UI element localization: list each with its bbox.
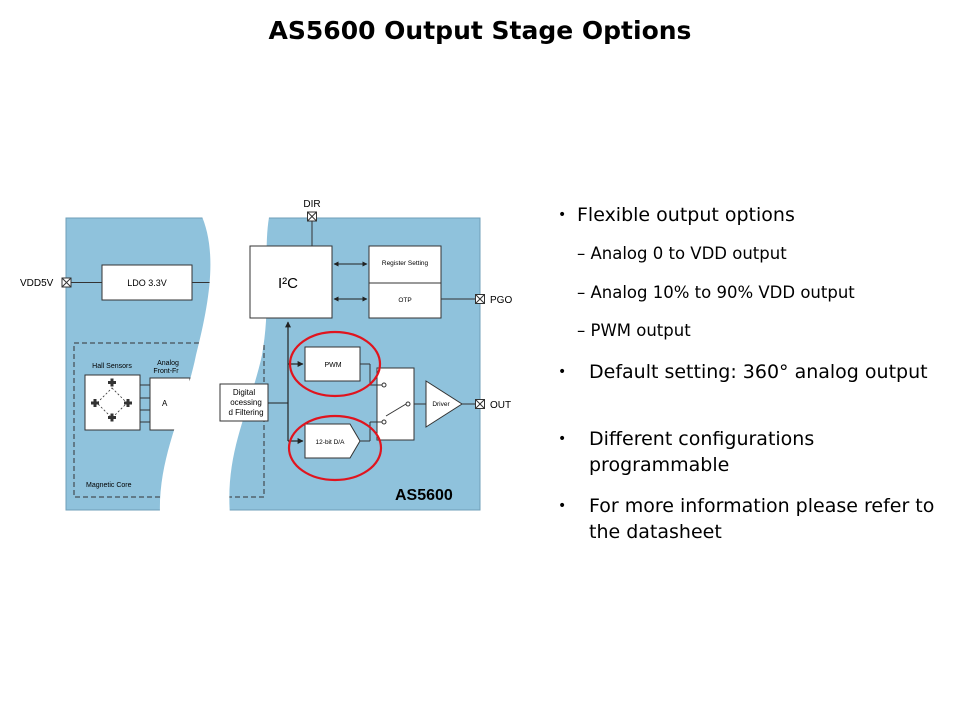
ldo-block [101, 264, 193, 301]
afe-label-2: Front-Fr [153, 368, 179, 375]
ldo-label: LDO 3.3V [127, 278, 167, 288]
dac-block [304, 423, 361, 459]
dac-label: 12-bit D/A [316, 439, 346, 446]
digital-processing-label-2: ocessing [230, 398, 262, 407]
bullet-text: Flexible output options [577, 204, 795, 226]
bullet-text: Default setting: 360° analog output [589, 361, 928, 383]
magnetic-core-label: Magnetic Core [86, 482, 132, 489]
pin-out-terminal [475, 399, 485, 409]
register-otp-block [368, 245, 442, 319]
dac-highlight-circle [287, 414, 383, 482]
digital-processing-label-1: Digital [233, 388, 255, 397]
bullet-dot: • [558, 207, 567, 223]
hall-sensor-elements [91, 378, 132, 422]
bullet-dot: • [558, 364, 567, 380]
sub-bullet-analog-vdd: – Analog 0 to VDD output [577, 244, 787, 263]
pin-dir-label: DIR [303, 199, 320, 210]
bullet-text: Different configurations programmable [589, 428, 815, 476]
as5600-block-diagram: DIR VDD5V LDO 3.3V Magnetic Core Hall Se… [20, 199, 512, 515]
part-name-label: AS5600 [395, 487, 453, 504]
pin-out-label: OUT [490, 400, 511, 411]
otp-label: OTP [398, 297, 411, 304]
digital-processing-label-3: d Filtering [228, 408, 263, 417]
switch-arm [385, 403, 407, 417]
pwm-block [304, 346, 361, 382]
pin-pgo-terminal [475, 294, 485, 304]
diagram-break [159, 212, 270, 515]
hall-sensors-label: Hall Sensors [92, 363, 132, 370]
pin-vdd5v-label: VDD5V [20, 278, 54, 289]
pin-pgo-label: PGO [490, 295, 512, 306]
hall-to-afe-lines [140, 384, 150, 423]
pwm-label: PWM [324, 362, 341, 369]
bullet-text: For more information please refer to the… [589, 495, 935, 543]
sub-bullet-pwm: – PWM output [577, 321, 691, 340]
bullet-dot: • [558, 498, 567, 514]
pin-vdd5v-terminal [61, 277, 72, 288]
i2c-label: I²C [278, 275, 298, 292]
pin-dir-terminal [307, 211, 317, 222]
register-setting-label: Register Setting [382, 260, 429, 267]
digital-processing-block [219, 383, 269, 422]
afe-label-1: Analog [157, 360, 179, 367]
output-switch-block [376, 367, 415, 441]
driver-label: Driver [432, 401, 450, 408]
sub-bullet-analog-10-90: – Analog 10% to 90% VDD output [577, 283, 855, 302]
slide-title: AS5600 Output Stage Options [268, 16, 692, 45]
adc-partial-label: A [162, 399, 168, 408]
bullet-dot: • [558, 431, 567, 447]
pwm-highlight-circle [288, 330, 382, 398]
driver-block [425, 380, 463, 428]
i2c-block [249, 245, 333, 319]
